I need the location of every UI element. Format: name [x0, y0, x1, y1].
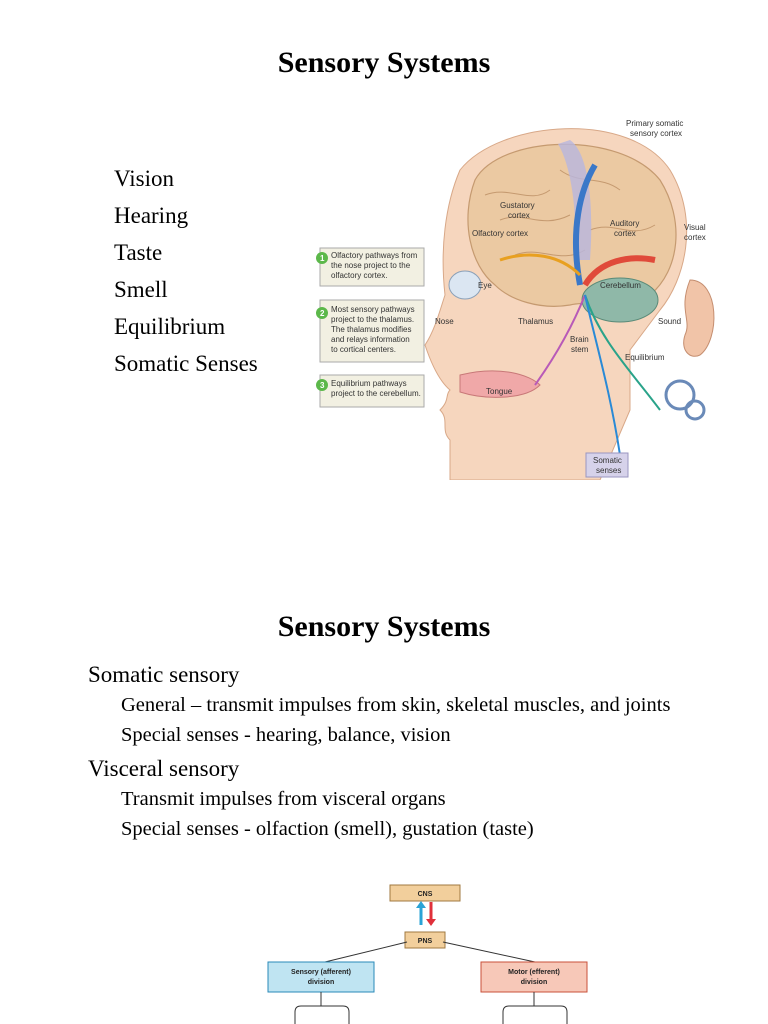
motor-label: division	[521, 979, 547, 986]
list-item: Smell	[114, 277, 168, 302]
step1-text: the nose project to the	[331, 261, 411, 270]
svg-text:2: 2	[320, 309, 325, 318]
label-thalamus: Thalamus	[518, 317, 553, 326]
step1-text: Olfactory pathways from	[331, 251, 418, 260]
step3-box	[319, 374, 425, 408]
outline-item: Visceral sensory	[88, 756, 240, 781]
label-eye: Eye	[478, 281, 492, 290]
svg-text:olfactory cortex.: olfactory cortex.	[331, 271, 387, 280]
eye	[448, 270, 482, 300]
sensory-division-box	[267, 961, 375, 993]
pns-label: PNS	[418, 938, 433, 945]
label-somatic: Somatic	[593, 456, 622, 465]
slide1-title: Sensory Systems	[277, 46, 491, 79]
step1-text: olfactory cortex.	[331, 271, 387, 280]
equilibrium-pathway	[584, 294, 661, 411]
step2-text: and relays information	[331, 335, 410, 344]
svg-text:project to the thalamus.: project to the thalamus.	[331, 315, 414, 324]
sensory-outline: Somatic sensory General – transmit impul…	[88, 660, 728, 848]
slide2-title: Sensory Systems	[277, 610, 491, 643]
label-primary-somatic: Primary somatic	[626, 119, 683, 128]
list-item: Taste	[114, 240, 163, 265]
step2-text: to cortical centers.	[331, 345, 396, 354]
step2-text: Most sensory pathways	[331, 305, 415, 314]
svg-text:3: 3	[320, 381, 325, 390]
tongue	[459, 370, 541, 398]
somatic-cortex-band	[558, 140, 592, 260]
label-auditory: Auditory	[610, 219, 639, 228]
step2-text: project to the thalamus.	[331, 315, 414, 324]
list-item: Somatic Senses	[114, 351, 258, 376]
somatic-senses-box	[585, 452, 629, 478]
inner-ear	[664, 379, 696, 411]
somatic-senses-pathway	[584, 294, 621, 456]
sensory-label: division	[308, 979, 334, 986]
svg-text:Olfactory pathways from: Olfactory pathways from	[331, 251, 418, 260]
label-gustatory: Gustatory	[500, 201, 535, 210]
label-senses: senses	[596, 466, 621, 475]
svg-text:to cortical centers.: to cortical centers.	[331, 345, 396, 354]
motor-division-box	[480, 961, 588, 993]
sense-list: Vision Hearing Taste Smell Equilibrium S…	[114, 160, 258, 382]
list-item: Equilibrium	[114, 314, 226, 339]
connector-line	[442, 941, 536, 963]
outline-subitem: Transmit impulses from visceral organs	[121, 788, 446, 810]
svg-text:project to the cerebellum.: project to the cerebellum.	[331, 389, 421, 398]
olfactory-pathway	[499, 253, 582, 277]
label-nose: Nose	[435, 317, 454, 326]
visual-pathway	[582, 255, 656, 287]
label-auditory-cortex: cortex	[614, 229, 636, 238]
label-equilibrium: Equilibrium	[625, 353, 665, 362]
list-item: Vision	[114, 166, 174, 191]
label-visual: Visual	[684, 223, 706, 232]
sensory-label: Sensory (afferent)	[291, 969, 351, 976]
svg-text:The thalamus modifies: The thalamus modifies	[331, 325, 411, 334]
step1-box	[319, 247, 425, 287]
step-badge	[316, 307, 328, 319]
cns-label: CNS	[418, 891, 433, 898]
label-tongue: Tongue	[486, 387, 513, 396]
gustatory-pathway	[534, 294, 586, 386]
svg-text:the nose project to the: the nose project to the	[331, 261, 411, 270]
list-item: Hearing	[114, 203, 189, 228]
label-sensory-cortex: sensory cortex	[630, 129, 682, 138]
svg-text:Equilibrium pathways: Equilibrium pathways	[331, 379, 407, 388]
pns-box	[404, 931, 446, 949]
label-gustatory-cortex: cortex	[508, 211, 530, 220]
svg-text:and relays information: and relays information	[331, 335, 410, 344]
outline-subitem: Special senses - olfaction (smell), gust…	[121, 818, 534, 840]
nervous-system-flowchart: CNS PNS Sensory (afferent) division Moto…	[267, 884, 588, 1024]
step3-text: Equilibrium pathways	[331, 379, 407, 388]
somatic-pathway	[573, 163, 598, 286]
svg-text:Most sensory pathways: Most sensory pathways	[331, 305, 415, 314]
connector-line	[502, 1005, 568, 1024]
motor-label: Motor (efferent)	[508, 969, 560, 976]
step-badge	[316, 252, 328, 264]
step2-text: The thalamus modifies	[331, 325, 411, 334]
cns-box	[389, 884, 461, 902]
step-badge	[316, 379, 328, 391]
svg-text:1: 1	[320, 254, 325, 263]
outline-subitem: General – transmit impulses from skin, s…	[121, 694, 671, 716]
label-cerebellum: Cerebellum	[600, 281, 641, 290]
connector-line	[324, 941, 408, 963]
step2-box	[319, 299, 425, 363]
label-olfactory-cortex: Olfactory cortex	[472, 229, 528, 238]
outline-item: Somatic sensory	[88, 662, 240, 687]
outline-subitem: Special senses - hearing, balance, visio…	[121, 724, 451, 746]
label-sound: Sound	[658, 317, 681, 326]
ear	[683, 279, 715, 357]
connector-line	[294, 1005, 350, 1024]
step3-text: project to the cerebellum.	[331, 389, 421, 398]
label-stem: stem	[571, 345, 589, 354]
label-brain: Brain	[570, 335, 589, 344]
brain-pathways-figure: 1 Olfactory pathways from the nose proje…	[316, 119, 715, 480]
label-visual-cortex: cortex	[684, 233, 706, 242]
